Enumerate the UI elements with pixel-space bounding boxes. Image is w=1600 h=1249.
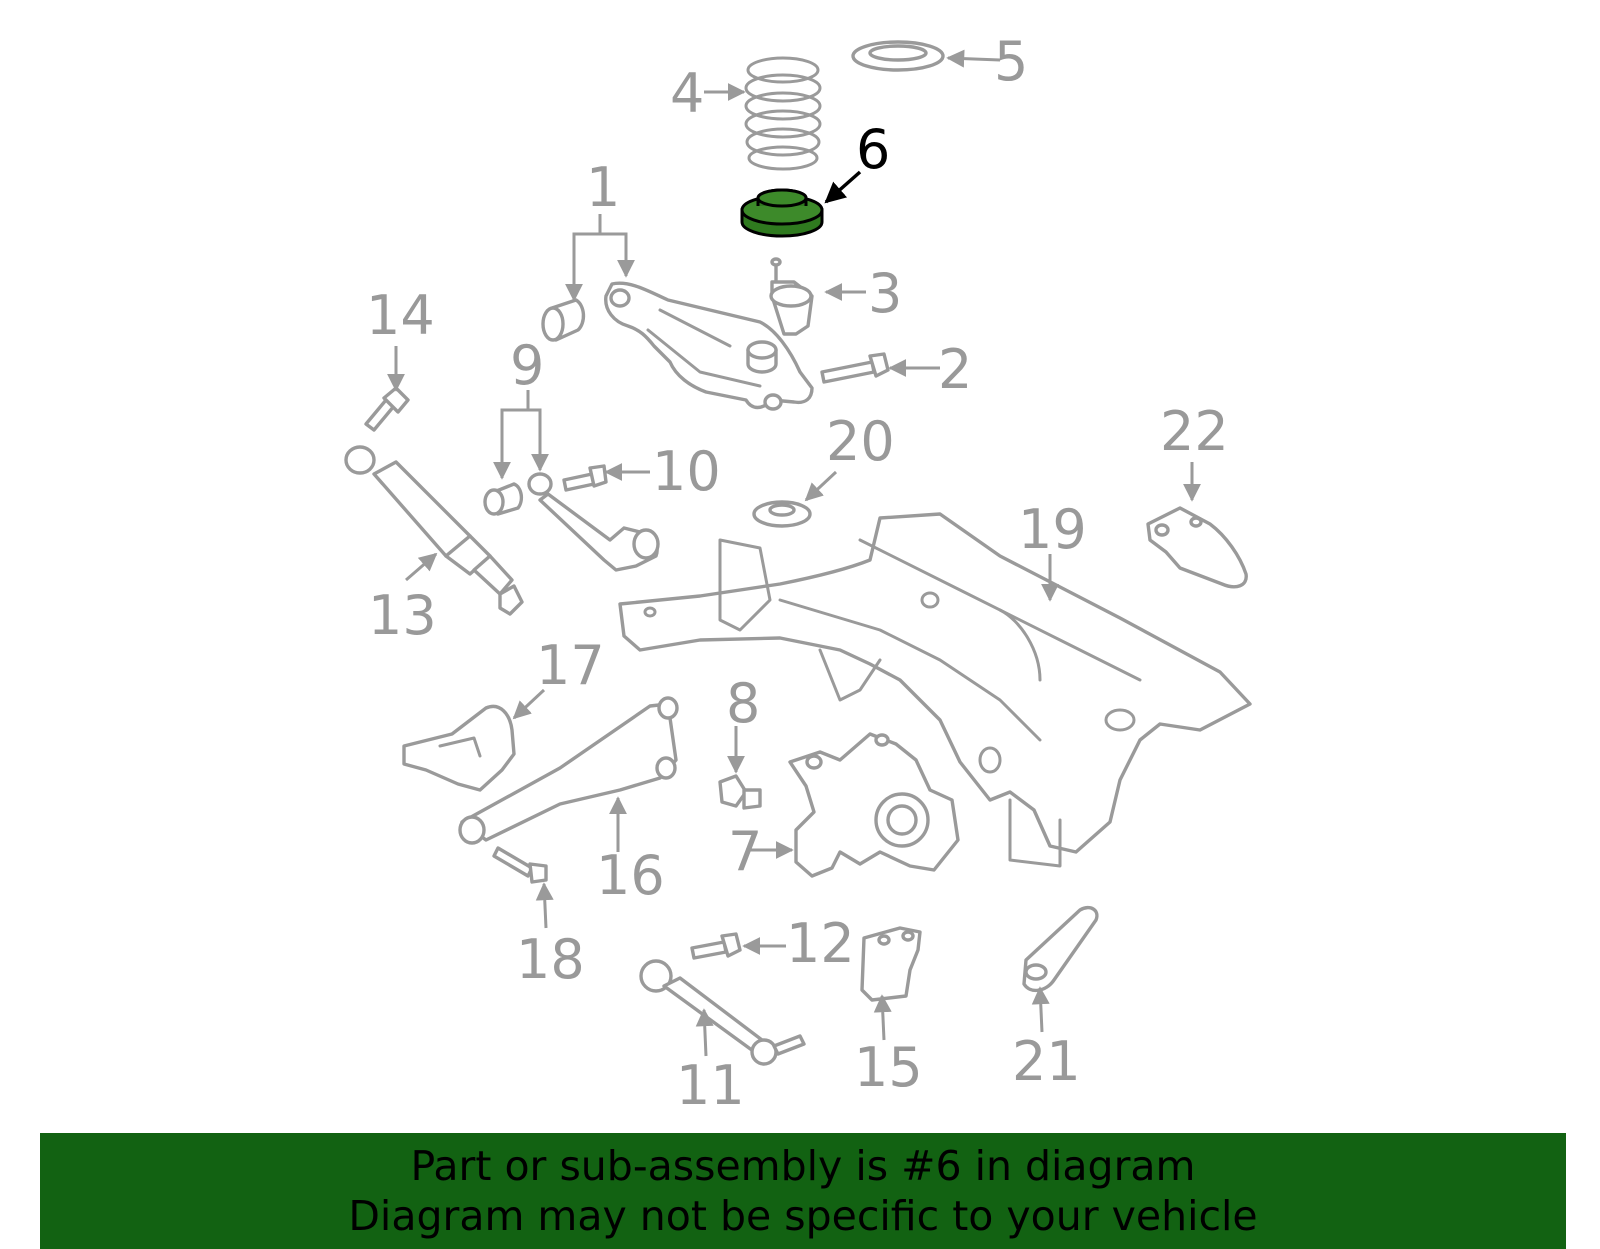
part-16-lower-arm[interactable] [458, 696, 679, 845]
callout-17: 17 [536, 634, 605, 697]
part-20-insulator[interactable] [752, 500, 812, 528]
callout-10: 10 [652, 440, 721, 503]
callout-7: 7 [728, 820, 762, 883]
part-22-bracket[interactable] [1146, 506, 1248, 589]
banner-line-2: Diagram may not be specific to your vehi… [348, 1192, 1258, 1240]
callout-19: 19 [1018, 498, 1087, 561]
part-7-knuckle[interactable] [788, 732, 960, 878]
callout-16: 16 [596, 844, 665, 907]
part-18-bolt[interactable] [492, 846, 548, 884]
callout-9: 9 [510, 334, 544, 397]
callout-11: 11 [676, 1054, 745, 1117]
part-8-nut[interactable] [718, 774, 762, 810]
callout-1: 1 [586, 156, 620, 219]
callout-6: 6 [856, 118, 890, 181]
part-19-crossmember[interactable] [618, 512, 1252, 868]
info-banner: Part or sub-assembly is #6 in diagram Di… [40, 1133, 1566, 1249]
part-11-toe-link[interactable] [639, 959, 806, 1066]
callout-12: 12 [786, 912, 855, 975]
part-1-upper-control-arm[interactable] [541, 281, 814, 411]
banner-line-1: Part or sub-assembly is #6 in diagram [410, 1142, 1196, 1190]
part-13-shock-absorber[interactable] [344, 445, 524, 616]
callout-8: 8 [726, 672, 760, 735]
part-14-bolt[interactable] [364, 386, 410, 432]
leader-lines [387, 49, 1201, 1057]
part-21-link[interactable] [1022, 905, 1099, 992]
callout-5: 5 [994, 30, 1028, 93]
callout-18: 18 [516, 928, 585, 991]
part-9-lateral-link[interactable] [483, 472, 660, 572]
callout-4: 4 [670, 62, 704, 125]
part-4-coil-spring[interactable] [744, 56, 822, 171]
callout-21: 21 [1012, 1030, 1081, 1093]
callout-numbers: 1 2 3 4 5 6 7 8 9 10 11 12 13 14 15 16 1… [366, 30, 1229, 1117]
part-6-lower-spring-insulator[interactable] [740, 188, 824, 238]
part-3-bump-stop[interactable] [769, 257, 814, 336]
part-15-bracket[interactable] [860, 926, 922, 1002]
callout-14: 14 [366, 284, 435, 347]
callout-20: 20 [826, 410, 895, 473]
callout-3: 3 [868, 262, 902, 325]
callout-15: 15 [854, 1036, 923, 1099]
part-2-bolt[interactable] [820, 352, 890, 384]
part-10-bolt[interactable] [562, 464, 608, 492]
part-12-bolt[interactable] [690, 932, 742, 960]
part-5-spring-insulator[interactable] [851, 40, 945, 72]
callout-13: 13 [368, 584, 437, 647]
callout-2: 2 [938, 338, 972, 401]
part-17-bracket[interactable] [402, 704, 516, 792]
callout-22: 22 [1160, 400, 1229, 463]
